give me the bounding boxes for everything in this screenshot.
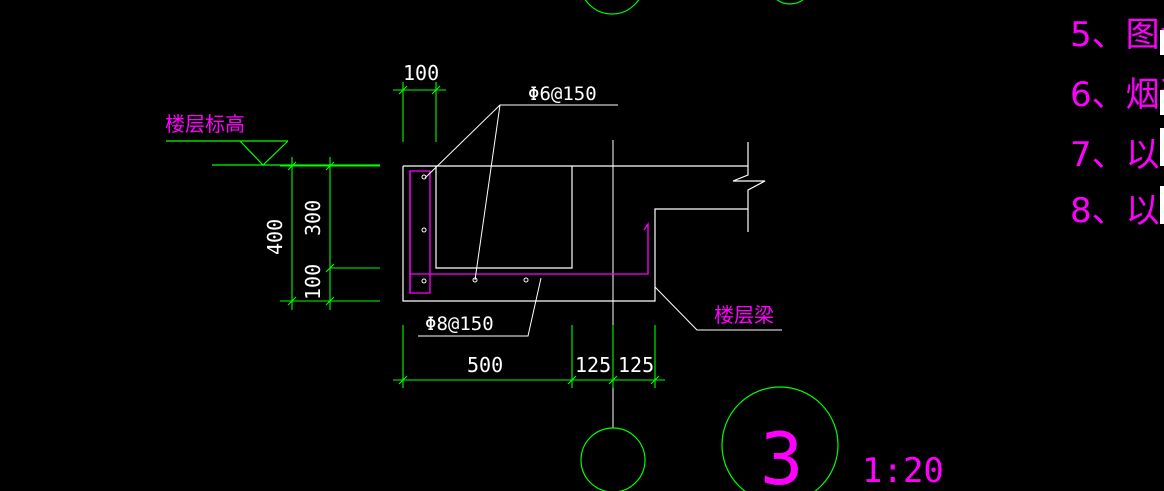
break-line <box>732 142 766 232</box>
notes: 5、图示 6、烟道 7、以 8、以 <box>1070 15 1164 231</box>
chimney-slab-outline <box>402 165 748 302</box>
dimension-upper-height: 300 <box>301 200 325 236</box>
note-item: 7、以 <box>1070 135 1160 175</box>
note-cursors <box>1160 30 1164 224</box>
dimension-bottom <box>393 325 665 388</box>
dimension-offset-left: 125 <box>575 353 611 377</box>
rebar-bottom-label: Φ8@150 <box>425 313 494 335</box>
elevation-symbol <box>166 140 380 166</box>
rebar-dot <box>421 227 427 233</box>
rebar-dot <box>523 277 529 283</box>
floor-elevation-label: 楼层标高 <box>165 112 245 136</box>
dimension-offset-right: 125 <box>618 353 654 377</box>
leader-floor-beam <box>654 286 782 331</box>
leader-rebar-top <box>424 104 618 281</box>
dimension-top-width: 100 <box>403 61 439 85</box>
rebar-dot <box>421 278 427 284</box>
detail-circle <box>721 386 839 491</box>
axis-circle-bottom <box>580 427 646 491</box>
dimension-total-height: 400 <box>263 219 287 255</box>
axis-circle-top-right <box>776 0 804 5</box>
dimension-top <box>393 82 446 142</box>
dimension-bottom-width: 500 <box>467 353 503 377</box>
floor-beam-label: 楼层梁 <box>714 303 774 327</box>
dimension-lower-height: 100 <box>301 264 325 300</box>
note-item: 6、烟道 <box>1070 75 1164 115</box>
axis-circle-top-left <box>584 0 640 15</box>
note-item: 8、以 <box>1070 191 1160 231</box>
scale-label: 1:20 <box>862 451 944 491</box>
rebar-top-label: Φ6@150 <box>528 83 597 105</box>
detail-number: 3 <box>760 417 803 491</box>
leader-rebar-bottom <box>418 277 542 337</box>
dimension-left <box>280 157 380 310</box>
rebar-outer <box>409 170 431 294</box>
rebar-bottom-bar <box>410 221 649 275</box>
note-item: 5、图示 <box>1070 15 1164 55</box>
